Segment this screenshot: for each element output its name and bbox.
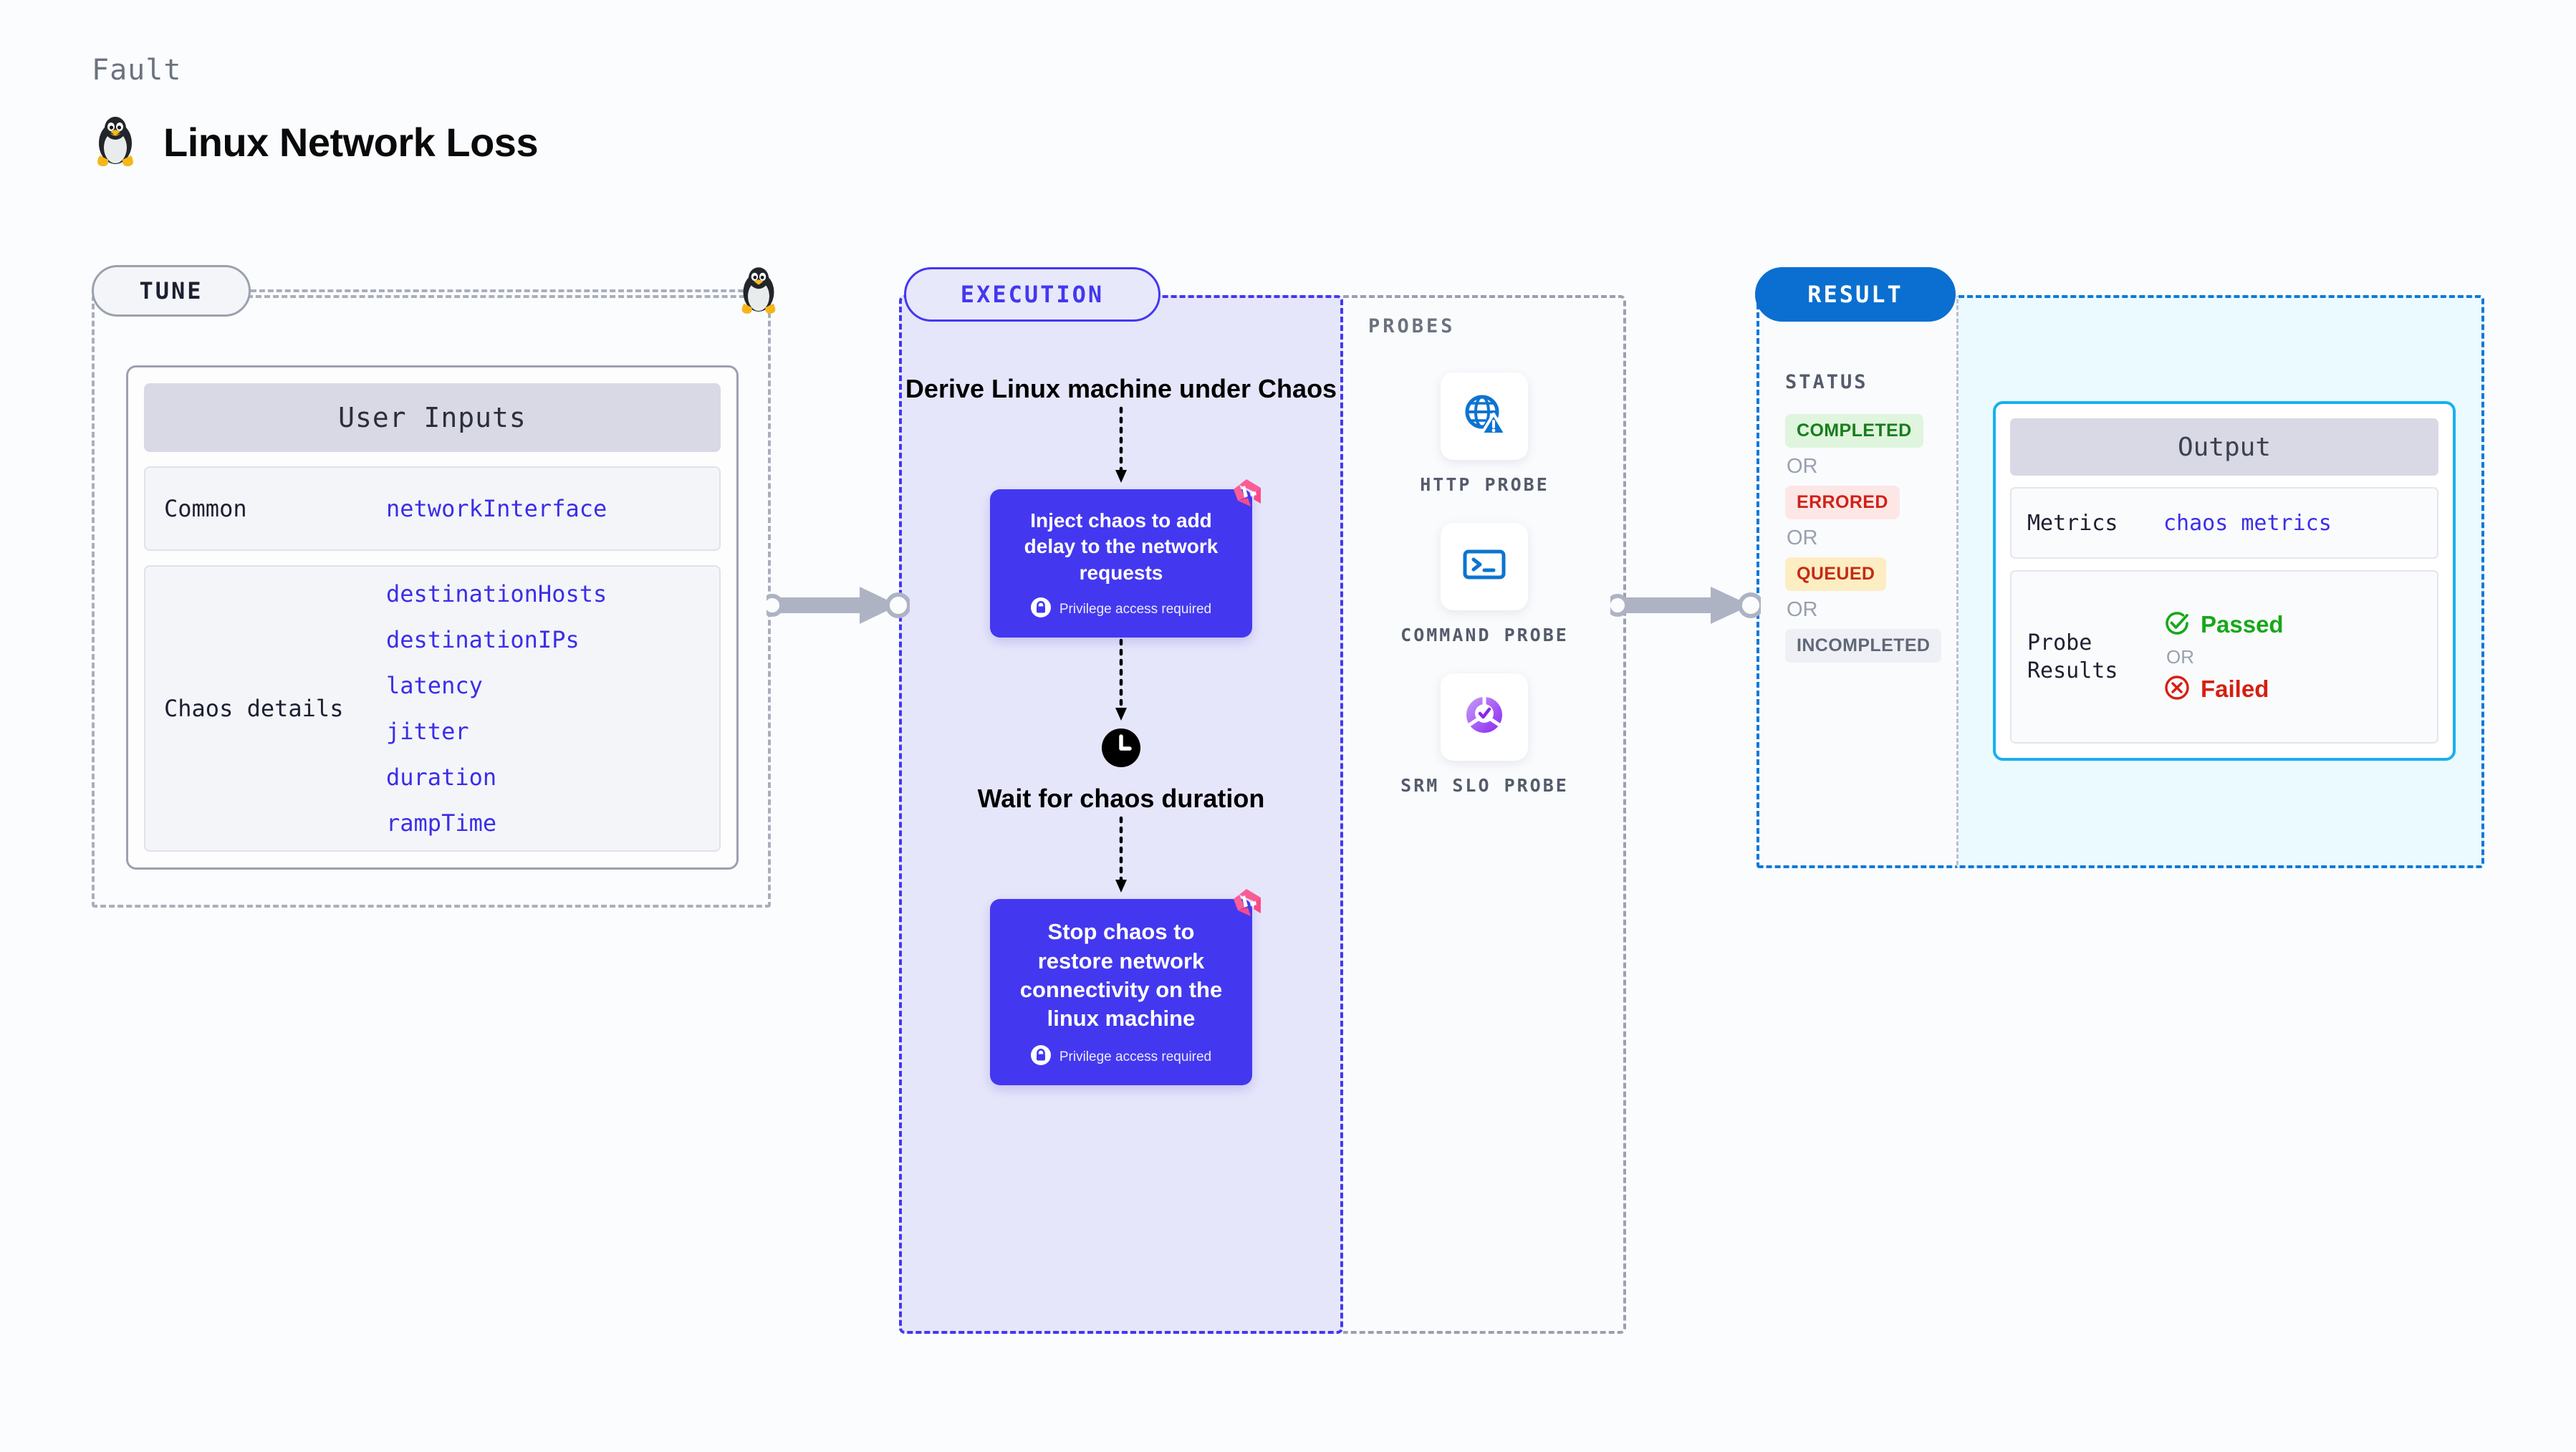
execution-node-text: Stop chaos to restore network connectivi…	[1019, 919, 1223, 1032]
status-badge: INCOMPLETED	[1785, 629, 1942, 663]
dotted-arrow-icon	[1112, 405, 1130, 489]
or-separator: OR	[2166, 645, 2194, 668]
tune-value[interactable]: latency	[386, 672, 483, 699]
probe-tile[interactable]	[1441, 522, 1529, 610]
result-pill[interactable]: RESULT	[1755, 267, 1956, 322]
execution-node[interactable]: Stop chaos to restore network connectivi…	[990, 889, 1261, 1085]
fault-kicker: Fault	[92, 54, 182, 87]
tune-value[interactable]: destinationHosts	[386, 580, 607, 607]
status-badge: COMPLETED	[1785, 414, 1923, 448]
execution-node-text: Inject chaos to add delay to the network…	[1024, 509, 1219, 584]
lock-icon	[1030, 597, 1051, 622]
tune-value[interactable]: destinationIPs	[386, 626, 580, 653]
probe-result-failed: Failed	[2163, 674, 2284, 705]
status-list: COMPLETED OR ERRORED OR QUEUED OR INCOMP…	[1785, 414, 1942, 663]
tune-value[interactable]: duration	[386, 764, 497, 791]
globe-warning-icon	[1461, 391, 1508, 442]
tune-value[interactable]: rampTime	[386, 809, 497, 837]
tune-pill[interactable]: TUNE	[92, 265, 251, 317]
probe-tile[interactable]	[1441, 372, 1529, 460]
status-title: STATUS	[1785, 371, 1868, 393]
probe-item[interactable]: SRM SLO PROBE	[1400, 673, 1569, 798]
probes-title: PROBES	[1368, 315, 1456, 337]
clock-icon	[1100, 727, 1142, 772]
or-separator: OR	[1787, 598, 1818, 621]
tune-value[interactable]: jitter	[386, 718, 469, 745]
or-separator: OR	[1787, 455, 1818, 478]
probe-results-values: Passed OR Failed	[2163, 610, 2284, 705]
probe-results-label: Probe Results	[2027, 630, 2118, 683]
tune-value[interactable]: networkInterface	[386, 495, 607, 522]
dotted-arrow-icon	[1112, 815, 1130, 899]
chaos-badge-icon	[1229, 886, 1264, 924]
probe-list: HTTP PROBE COMMAND PROBE	[1343, 372, 1626, 797]
tune-section-chaos-details: Chaos details destinationHosts destinati…	[144, 565, 721, 852]
privilege-text: Privilege access required	[1059, 1049, 1212, 1064]
output-card: Output Metrics chaos metrics Probe Resul…	[1993, 401, 2456, 761]
metrics-value[interactable]: chaos metrics	[2163, 510, 2332, 536]
probe-name: SRM SLO PROBE	[1400, 774, 1569, 796]
tune-section-values: networkInterface	[386, 495, 607, 522]
wait-step: Wait for chaos duration	[977, 727, 1265, 815]
privilege-row: Privilege access required	[1030, 597, 1212, 622]
connector-execution-to-result	[1606, 577, 1764, 638]
output-title: Output	[2010, 418, 2438, 476]
tune-linux-tux-icon	[738, 265, 779, 320]
execution-node[interactable]: Inject chaos to add delay to the network…	[990, 479, 1261, 638]
execution-flow: Derive Linux machine under Chaos Inject …	[899, 372, 1343, 1085]
execution-pill[interactable]: EXECUTION	[904, 267, 1160, 322]
probe-item[interactable]: COMMAND PROBE	[1400, 522, 1569, 648]
output-metrics-row: Metrics chaos metrics	[2010, 487, 2438, 559]
metrics-label: Metrics	[2027, 510, 2118, 536]
chaos-badge-icon	[1229, 476, 1264, 514]
probe-result-passed: Passed	[2163, 610, 2284, 640]
user-inputs-title: User Inputs	[144, 383, 721, 452]
tune-section-label: Chaos details	[164, 695, 344, 722]
slo-donut-check-icon	[1461, 691, 1508, 742]
wait-label: Wait for chaos duration	[977, 784, 1265, 814]
terminal-icon	[1461, 541, 1508, 592]
probe-tile[interactable]	[1441, 673, 1529, 761]
privilege-row: Privilege access required	[1030, 1044, 1212, 1069]
page-title-row: Linux Network Loss	[93, 115, 539, 169]
dotted-arrow-icon	[1112, 638, 1130, 727]
connector-tune-to-execution	[761, 577, 911, 638]
page-title: Linux Network Loss	[163, 119, 539, 165]
probes-panel	[1343, 295, 1626, 1334]
x-circle-icon	[2163, 674, 2191, 705]
tune-section-values: destinationHosts destinationIPs latency …	[386, 580, 607, 837]
status-badge: QUEUED	[1785, 557, 1887, 591]
tune-section-common: Common networkInterface	[144, 466, 721, 551]
probe-name: HTTP PROBE	[1420, 474, 1549, 495]
execution-start-title: Derive Linux machine under Chaos	[905, 374, 1337, 403]
passed-label: Passed	[2201, 611, 2284, 638]
tune-section-label: Common	[164, 495, 247, 522]
probe-name: COMMAND PROBE	[1400, 624, 1569, 645]
status-badge: ERRORED	[1785, 486, 1900, 519]
or-separator: OR	[1787, 527, 1818, 549]
failed-label: Failed	[2201, 675, 2269, 702]
output-probe-results-row: Probe Results Passed OR	[2010, 570, 2438, 744]
linux-tux-icon	[93, 115, 138, 169]
lock-icon	[1030, 1044, 1051, 1069]
probe-item[interactable]: HTTP PROBE	[1420, 372, 1549, 497]
user-inputs-card: User Inputs Common networkInterface Chao…	[126, 365, 739, 870]
tune-dashed-connector	[251, 289, 752, 292]
check-circle-icon	[2163, 610, 2191, 640]
privilege-text: Privilege access required	[1059, 602, 1212, 617]
